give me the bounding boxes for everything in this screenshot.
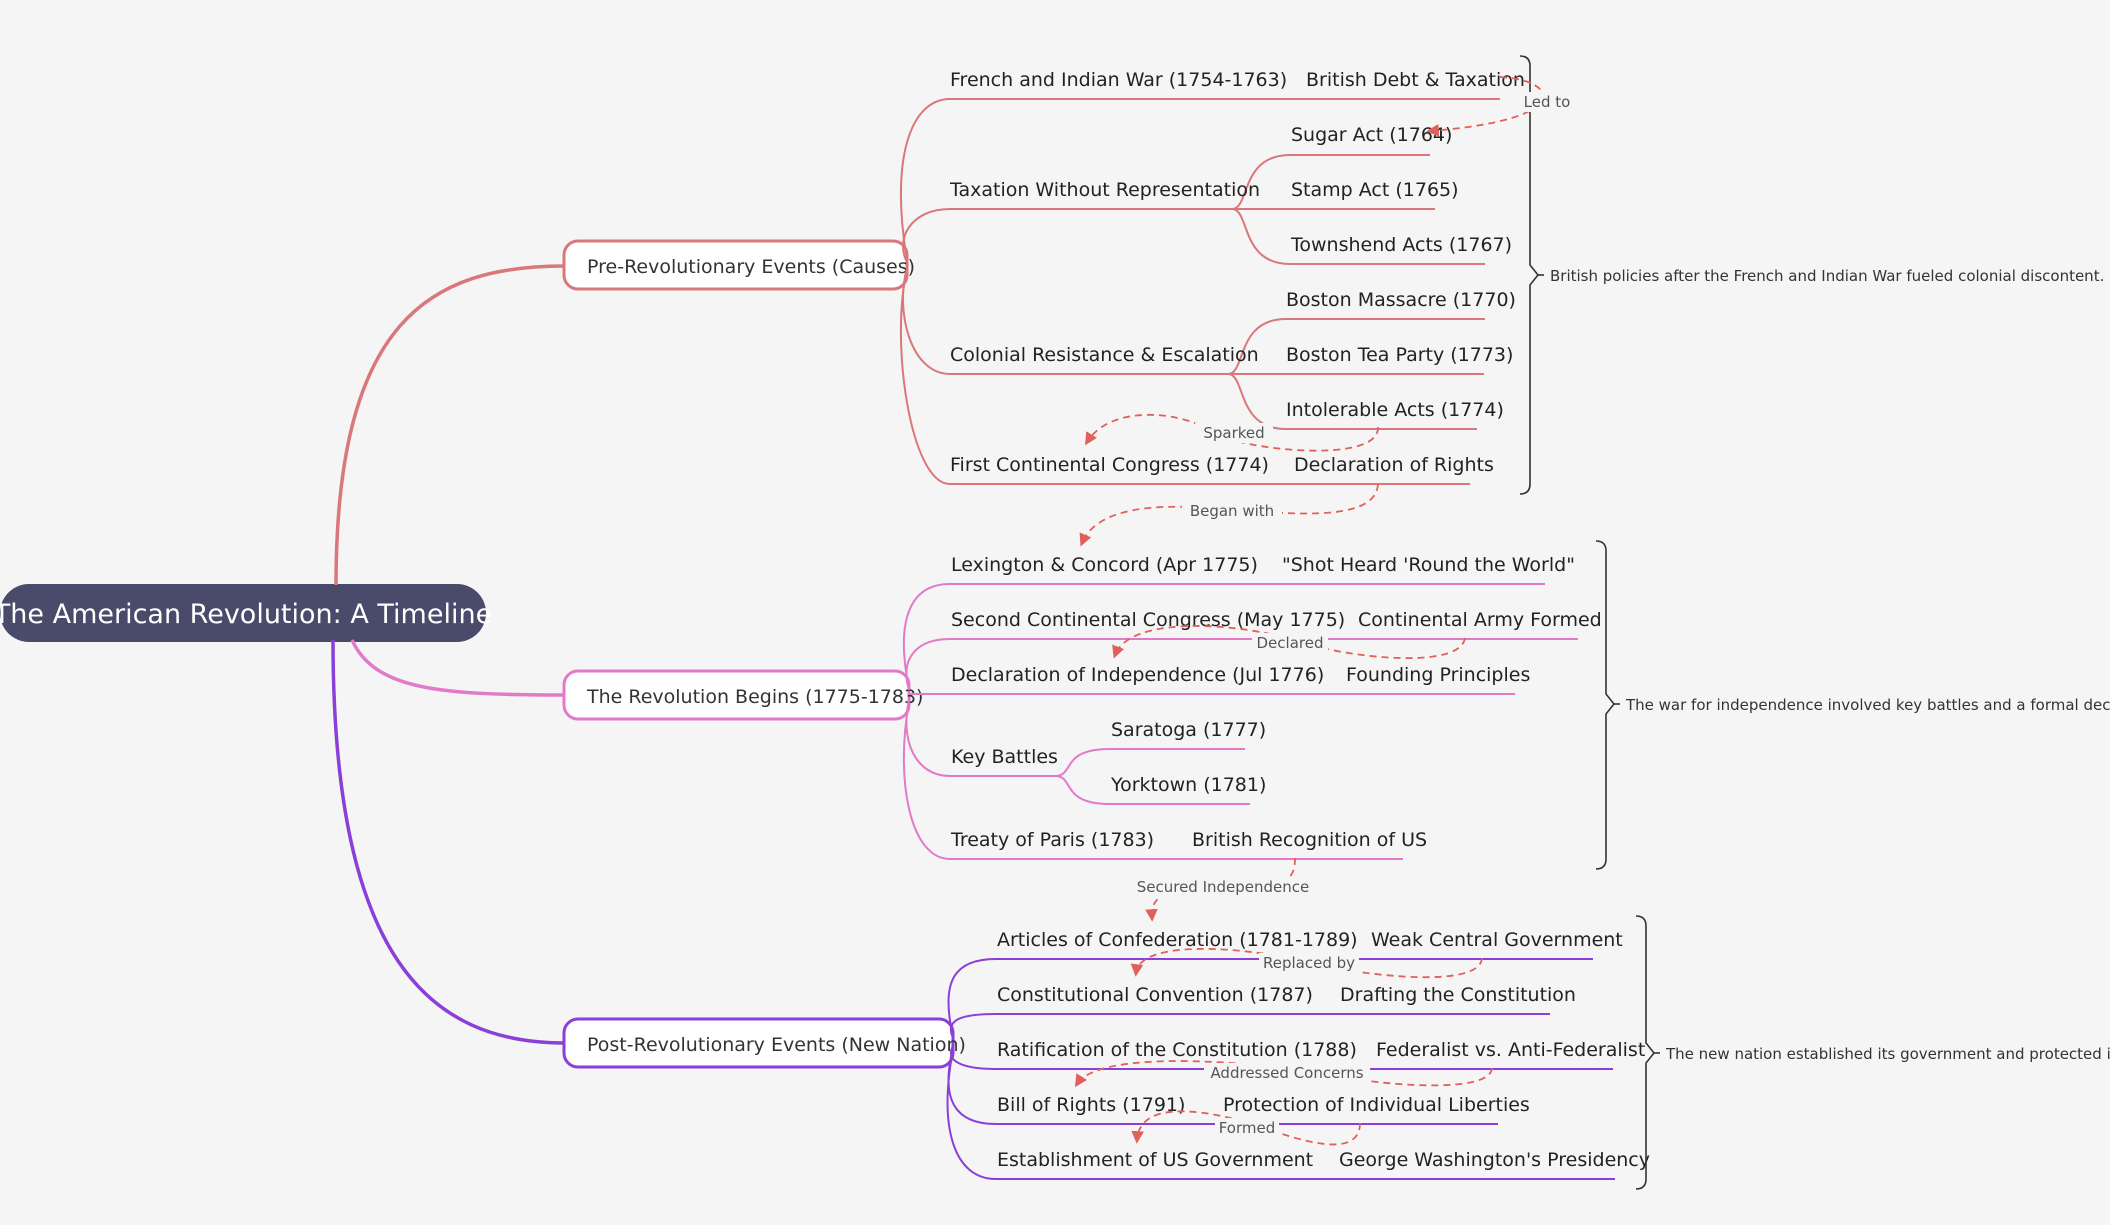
- node-declaration-of-rights[interactable]: Declaration of Rights: [1294, 454, 1494, 476]
- connector-root-branch-2: [350, 639, 566, 697]
- node-establishment-government[interactable]: Establishment of US Government: [997, 1149, 1313, 1171]
- node-second-continental-congress[interactable]: Second Continental Congress (May 1775): [951, 609, 1345, 631]
- branch-1-nodes: French and Indian War (1754-1763) Britis…: [949, 69, 1525, 476]
- node-drafting-constitution[interactable]: Drafting the Constitution: [1340, 984, 1576, 1006]
- node-first-continental-congress[interactable]: First Continental Congress (1774): [950, 454, 1269, 476]
- relation-label-led-to: Led to: [1524, 93, 1571, 111]
- node-taxation[interactable]: Taxation Without Representation: [949, 179, 1260, 201]
- branch-2-nodes: Lexington & Concord (Apr 1775) "Shot Hea…: [950, 554, 1602, 851]
- node-yorktown[interactable]: Yorktown (1781): [1110, 774, 1266, 796]
- relation-addressed-line: [1074, 1060, 1493, 1088]
- relation-secured-line: [1145, 857, 1296, 922]
- branch-2-connectors: [902, 583, 1578, 860]
- root-node-label: The American Revolution: A Timeline: [0, 599, 492, 630]
- node-continental-army[interactable]: Continental Army Formed: [1358, 609, 1602, 631]
- connector-root-branch-3: [331, 639, 566, 1045]
- branch-node-shape: [562, 239, 909, 291]
- summary-text-causes: British policies after the French and In…: [1550, 267, 2104, 285]
- node-sugar-act[interactable]: Sugar Act (1764): [1291, 124, 1452, 146]
- node-stamp-act[interactable]: Stamp Act (1765): [1291, 179, 1459, 201]
- summary-bracket-1: [1519, 55, 1540, 495]
- root-node[interactable]: The American Revolution: A Timeline: [0, 584, 492, 642]
- node-boston-tea-party[interactable]: Boston Tea Party (1773): [1286, 344, 1513, 366]
- branch-3-nodes: Articles of Confederation (1781-1789) We…: [997, 929, 1650, 1171]
- node-articles-of-confederation[interactable]: Articles of Confederation (1781-1789): [997, 929, 1358, 951]
- connector-root-branch-1: [334, 264, 566, 586]
- node-townshend-acts[interactable]: Townshend Acts (1767): [1290, 234, 1512, 256]
- branch-node-label: Post-Revolutionary Events (New Nation): [587, 1034, 966, 1056]
- node-lexington-concord[interactable]: Lexington & Concord (Apr 1775): [951, 554, 1258, 576]
- relation-label-addressed-concerns: Addressed Concerns: [1210, 1064, 1363, 1082]
- node-treaty-of-paris[interactable]: Treaty of Paris (1783): [950, 829, 1154, 851]
- relation-label-began-with: Began with: [1190, 502, 1274, 520]
- node-boston-massacre[interactable]: Boston Massacre (1770): [1286, 289, 1516, 311]
- branch-1-connectors: [899, 98, 1500, 485]
- relation-led-to-line: [1426, 76, 1545, 137]
- relation-label-replaced-by: Replaced by: [1263, 954, 1355, 972]
- node-constitutional-convention[interactable]: Constitutional Convention (1787): [997, 984, 1313, 1006]
- relation-formed-line: [1131, 1110, 1361, 1146]
- root-node-shape: [0, 584, 486, 642]
- branch-node-new-nation[interactable]: Post-Revolutionary Events (New Nation): [562, 1017, 966, 1069]
- node-founding-principles[interactable]: Founding Principles: [1346, 664, 1530, 686]
- node-declaration-of-independence[interactable]: Declaration of Independence (Jul 1776): [951, 664, 1324, 686]
- relation-label-formed: Formed: [1219, 1119, 1276, 1137]
- node-bill-of-rights[interactable]: Bill of Rights (1791): [997, 1094, 1185, 1116]
- relationship-labels: Led to Sparked Began with Declared Secur…: [1130, 92, 1577, 1138]
- summary-text-revolution: The war for independence involved key ba…: [1625, 696, 2110, 714]
- branch-node-causes[interactable]: Pre-Revolutionary Events (Causes): [562, 239, 915, 291]
- node-french-indian-war[interactable]: French and Indian War (1754-1763): [950, 69, 1287, 91]
- node-key-battles[interactable]: Key Battles: [951, 746, 1058, 768]
- summary-text-new-nation: The new nation established its governmen…: [1665, 1045, 2110, 1063]
- node-saratoga[interactable]: Saratoga (1777): [1111, 719, 1266, 741]
- node-federalist-debate[interactable]: Federalist vs. Anti-Federalist: [1376, 1039, 1645, 1061]
- relation-label-declared: Declared: [1257, 634, 1324, 652]
- branch-node-label: Pre-Revolutionary Events (Causes): [587, 256, 915, 278]
- node-ratification[interactable]: Ratification of the Constitution (1788): [997, 1039, 1357, 1061]
- node-colonial-resistance[interactable]: Colonial Resistance & Escalation: [950, 344, 1259, 366]
- relation-label-secured-independence: Secured Independence: [1137, 878, 1310, 896]
- node-individual-liberties[interactable]: Protection of Individual Liberties: [1223, 1094, 1530, 1116]
- relation-sparked-line: [1084, 413, 1379, 452]
- summary-bracket-2: [1595, 540, 1616, 870]
- node-british-recognition[interactable]: British Recognition of US: [1192, 829, 1427, 851]
- branch-node-revolution-begins[interactable]: The Revolution Begins (1775-1783): [562, 669, 923, 721]
- node-washington-presidency[interactable]: George Washington's Presidency: [1339, 1149, 1650, 1171]
- node-british-debt[interactable]: British Debt & Taxation: [1306, 69, 1525, 91]
- node-weak-central-government[interactable]: Weak Central Government: [1371, 929, 1623, 951]
- node-shot-heard[interactable]: "Shot Heard 'Round the World": [1282, 554, 1575, 576]
- branch-node-shape: [562, 1017, 955, 1069]
- node-intolerable-acts[interactable]: Intolerable Acts (1774): [1286, 399, 1504, 421]
- relation-label-sparked: Sparked: [1203, 424, 1264, 442]
- branch-node-label: The Revolution Begins (1775-1783): [586, 686, 923, 708]
